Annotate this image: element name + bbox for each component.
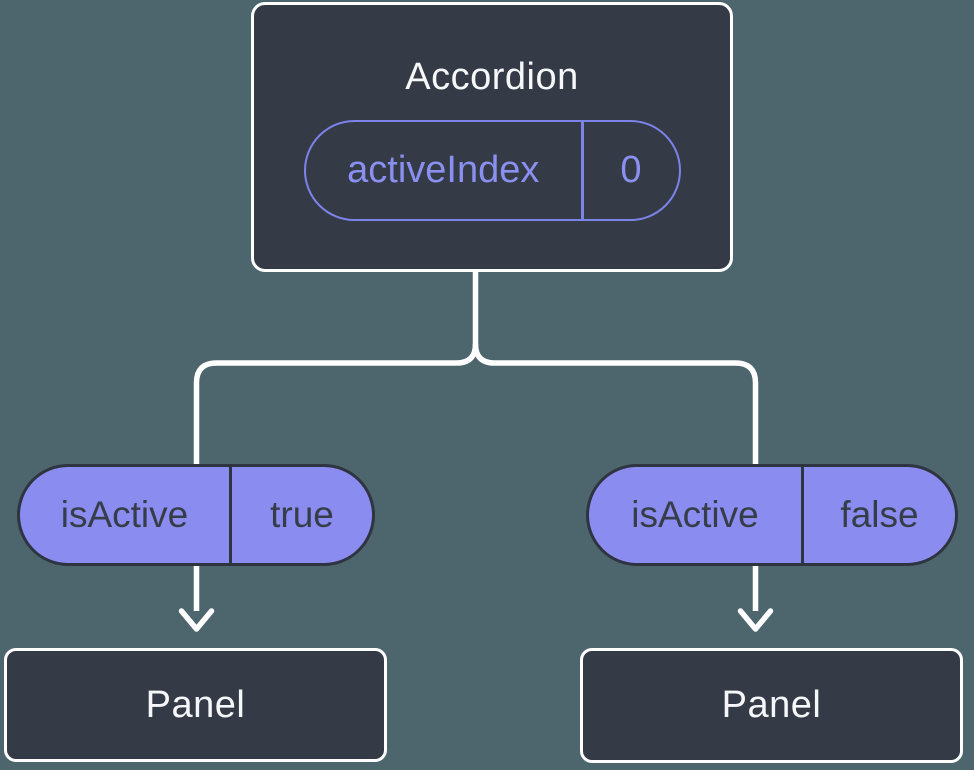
state-value-label: false [840, 494, 919, 535]
panel-node-left: Panel [4, 648, 387, 762]
prop-name-label: activeIndex [347, 149, 540, 191]
arrowhead-left [178, 608, 215, 632]
connector-left-branch [193, 343, 479, 611]
state-pill-divider [801, 467, 804, 563]
panel-node-title: Panel [145, 683, 246, 726]
accordion-node: Accordion activeIndex 0 [251, 2, 733, 272]
connector-right-branch [472, 343, 759, 611]
prop-value-label: 0 [620, 149, 642, 191]
state-pill-divider [229, 467, 232, 563]
state-value-label: true [270, 494, 334, 535]
prop-pill-divider [581, 122, 584, 219]
is-active-false-pill: isActive false [586, 464, 958, 566]
state-name-label: isActive [60, 494, 189, 535]
state-name-label: isActive [631, 494, 759, 535]
accordion-node-title: Accordion [405, 56, 579, 98]
arrowhead-right [737, 608, 774, 632]
is-active-true-pill: isActive true [17, 464, 375, 566]
panel-node-right: Panel [580, 648, 963, 763]
panel-node-title: Panel [721, 684, 822, 726]
active-index-prop-pill: activeIndex 0 [303, 120, 681, 221]
